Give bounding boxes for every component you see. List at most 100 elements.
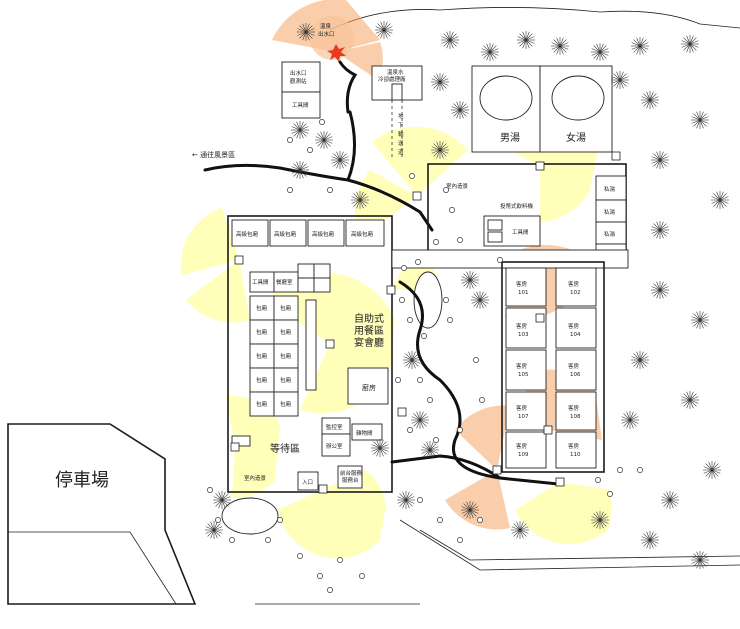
svg-text:輸: 輸 bbox=[398, 130, 404, 138]
svg-text:包廂: 包廂 bbox=[280, 328, 292, 336]
svg-text:110: 110 bbox=[570, 452, 581, 458]
svg-text:客房: 客房 bbox=[568, 442, 580, 450]
svg-text:包廂: 包廂 bbox=[256, 400, 268, 408]
underground-conveyance: 地 下 輸 送 道 bbox=[391, 100, 404, 160]
spring-burst-icon bbox=[327, 44, 346, 62]
tree-icon bbox=[651, 281, 669, 299]
shrub-icon bbox=[457, 537, 463, 543]
shrub-icon bbox=[287, 137, 293, 143]
shrub-icon bbox=[443, 297, 449, 303]
guest-room-labels: 客房 101 客房 102 客房 103 客房 104 客房 105 客房 10… bbox=[516, 280, 581, 458]
staff-room-d bbox=[313, 277, 331, 293]
buffet-counter bbox=[305, 299, 317, 391]
svg-text:101: 101 bbox=[518, 290, 529, 296]
shrub-icon bbox=[327, 587, 333, 593]
shrub-icon bbox=[457, 427, 463, 433]
tree-icon bbox=[691, 311, 709, 329]
kiosk-label: 投幣式飲料機 bbox=[500, 202, 534, 210]
parking-lot-inner bbox=[8, 531, 177, 605]
shrub-icon bbox=[447, 317, 453, 323]
office bbox=[321, 433, 351, 457]
staff-room-c bbox=[297, 277, 315, 293]
tree-icon bbox=[703, 461, 721, 479]
parking-label: 停車場 bbox=[55, 470, 109, 491]
tree-icon bbox=[481, 43, 499, 61]
tree-icon bbox=[551, 37, 569, 55]
tree-icon bbox=[591, 43, 609, 61]
shrub-icon bbox=[497, 257, 503, 263]
svg-text:包廂: 包廂 bbox=[256, 304, 268, 312]
outlet-observation-label-2: 觀測站 bbox=[290, 77, 307, 85]
tree-icon bbox=[461, 271, 479, 289]
shrub-icon bbox=[457, 237, 463, 243]
svg-text:包廂: 包廂 bbox=[256, 328, 268, 336]
svg-text:106: 106 bbox=[570, 372, 581, 378]
tree-icon bbox=[291, 161, 309, 179]
indoor-scenery-bottom-label: 室內造景 bbox=[244, 474, 267, 482]
indoor-scenery-top-label: 室內造景 bbox=[446, 182, 469, 190]
shrub-icon bbox=[617, 467, 623, 473]
tool-room-top-label: 工具間 bbox=[292, 102, 309, 109]
shrub-icon bbox=[409, 173, 415, 179]
shrub-icon bbox=[427, 397, 433, 403]
svg-text:私湯: 私湯 bbox=[604, 230, 616, 238]
shrub-icons bbox=[207, 119, 643, 593]
front-desk-label-2: 服務台 bbox=[342, 476, 359, 484]
tree-icon bbox=[205, 521, 223, 539]
buffet-label-1: 自助式 bbox=[354, 312, 384, 325]
svg-text:高級包廂: 高級包廂 bbox=[312, 230, 335, 238]
shrub-icon bbox=[401, 265, 407, 271]
shrub-icon bbox=[337, 557, 343, 563]
tree-icon bbox=[641, 531, 659, 549]
buffet-label-3: 宴會廳 bbox=[354, 336, 384, 349]
shrub-icon bbox=[399, 297, 405, 303]
shrub-icon bbox=[277, 517, 283, 523]
tool-room-right-label: 工具間 bbox=[512, 229, 529, 236]
entrance-pond bbox=[221, 497, 279, 535]
tree-icon bbox=[315, 131, 333, 149]
shrub-icon bbox=[637, 467, 643, 473]
cooling-plant-label-2: 冷卻處理廠 bbox=[378, 75, 406, 83]
front-desk bbox=[337, 465, 363, 489]
deluxe-rooms-row: 高級包廂 高級包廂 高級包廂 高級包廂 bbox=[231, 219, 385, 247]
cooling-plant-hatch bbox=[391, 83, 403, 101]
kitchen bbox=[347, 367, 389, 405]
spring-pipe-path bbox=[338, 60, 358, 114]
tree-icon bbox=[517, 31, 535, 49]
svg-text:私湯: 私湯 bbox=[604, 208, 616, 216]
svg-text:108: 108 bbox=[570, 414, 581, 420]
tree-icon bbox=[611, 71, 629, 89]
shrub-icon bbox=[317, 573, 323, 579]
staff-room-b bbox=[313, 263, 331, 279]
tree-icon bbox=[351, 191, 369, 209]
misc-room-label: 雜物間 bbox=[356, 429, 373, 437]
tree-icon bbox=[421, 441, 439, 459]
tree-icon bbox=[213, 491, 231, 509]
svg-text:104: 104 bbox=[570, 332, 581, 338]
shrub-icon bbox=[395, 377, 401, 383]
shrub-icon bbox=[319, 119, 325, 125]
tree-icon bbox=[461, 501, 479, 519]
spring-source-label-2: 出水口 bbox=[318, 30, 335, 38]
shrub-icon bbox=[433, 437, 439, 443]
hillside-contour bbox=[329, 7, 740, 31]
scenic-trail bbox=[203, 110, 434, 232]
shrub-icon bbox=[359, 573, 365, 579]
shrub-icon bbox=[473, 357, 479, 363]
guest-wing bbox=[501, 261, 605, 473]
tree-icon bbox=[691, 111, 709, 129]
svg-text:高級包廂: 高級包廂 bbox=[236, 230, 259, 238]
entrance bbox=[297, 471, 319, 491]
tree-icon bbox=[375, 21, 393, 39]
svg-text:107: 107 bbox=[518, 414, 529, 420]
tree-icons bbox=[205, 21, 729, 569]
svg-text:客房: 客房 bbox=[516, 280, 528, 288]
waiting-bench bbox=[231, 435, 251, 447]
tree-icon bbox=[291, 121, 309, 139]
tree-icon bbox=[431, 141, 449, 159]
parking-lot-outline bbox=[7, 423, 197, 605]
shrub-icon bbox=[449, 207, 455, 213]
shrub-icon bbox=[207, 487, 213, 493]
svg-text:包廂: 包廂 bbox=[280, 304, 292, 312]
kitchen-label: 廚房 bbox=[362, 383, 376, 392]
